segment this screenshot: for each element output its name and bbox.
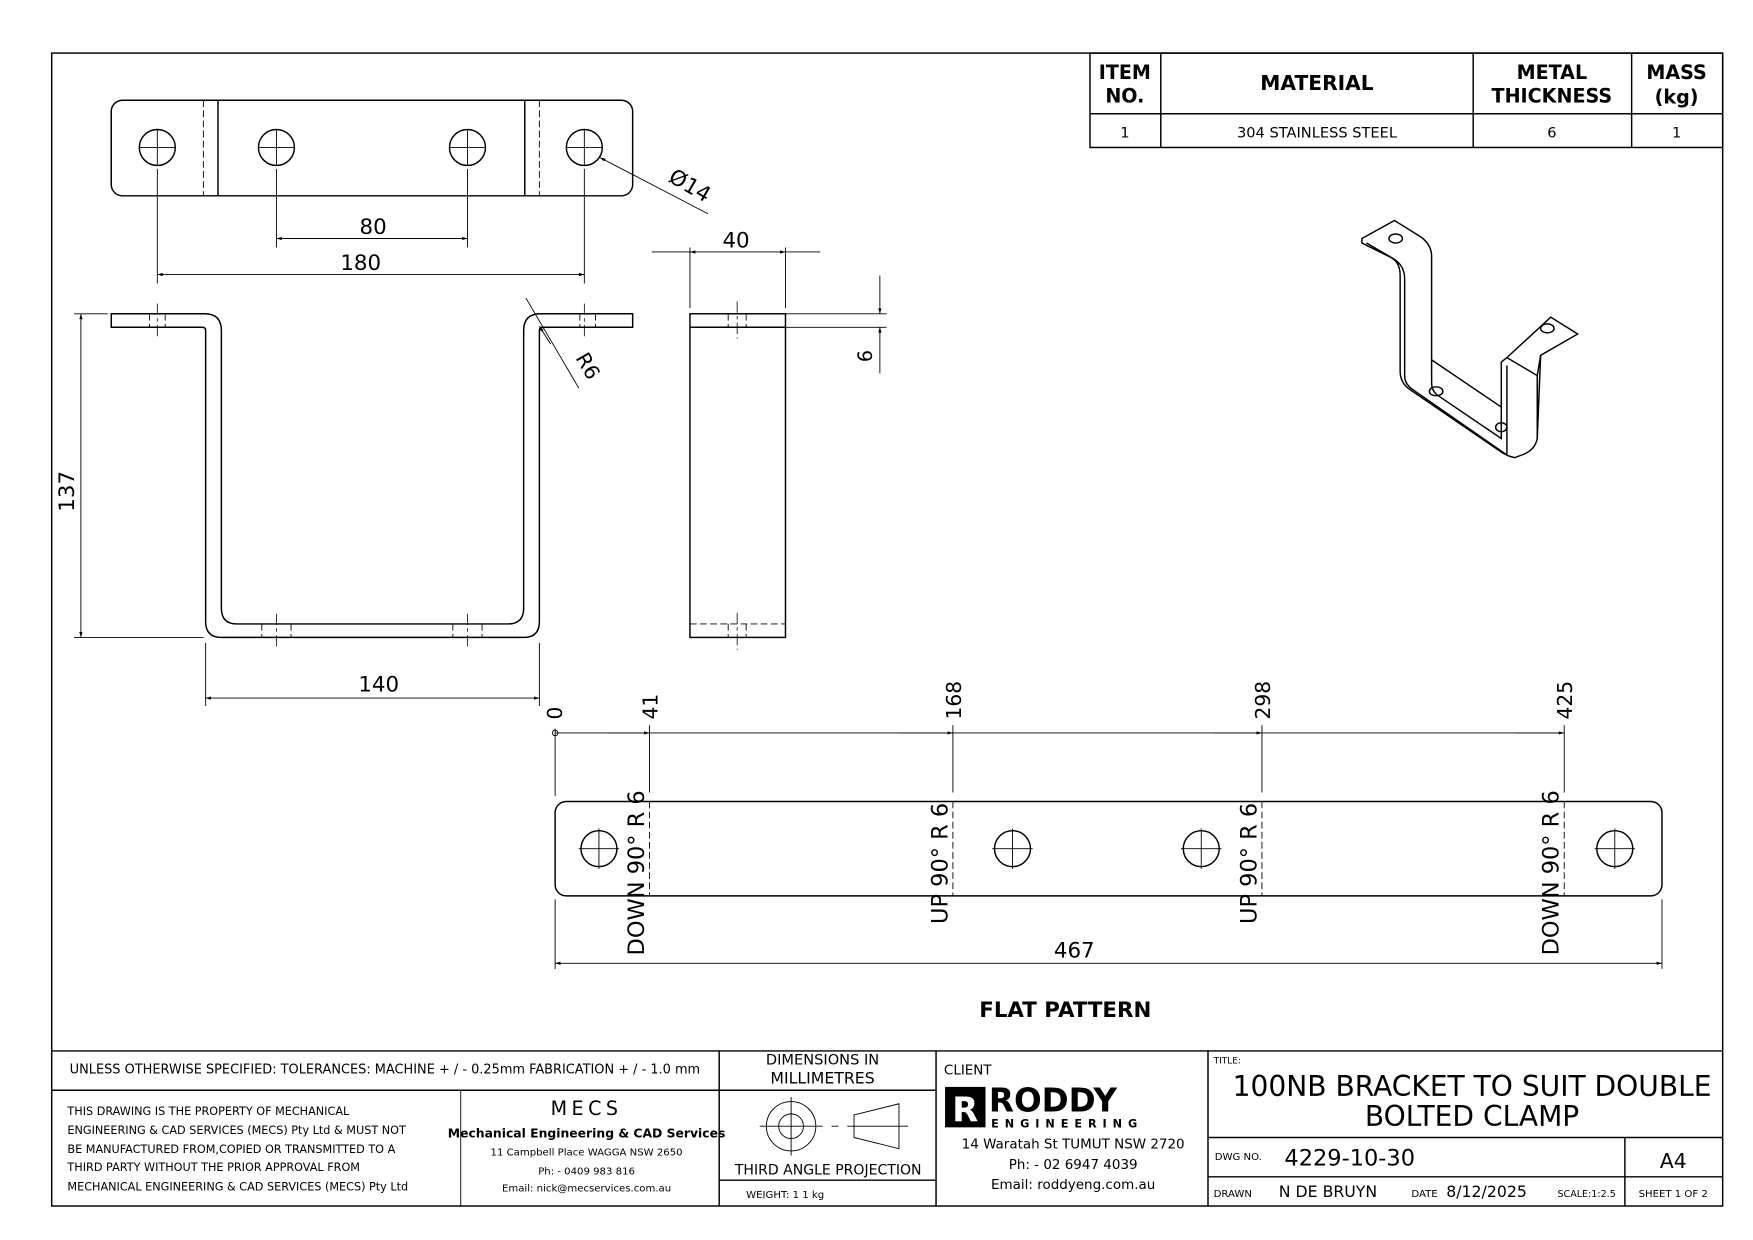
ordinate-label: 0 bbox=[543, 707, 567, 720]
projection-label: THIRD ANGLE PROJECTION bbox=[734, 1163, 922, 1179]
bom-header-thickness: METAL bbox=[1517, 61, 1588, 84]
bom-header-item: NO. bbox=[1105, 85, 1144, 108]
roddy-logo: R RODDY ENGINEERING bbox=[945, 1082, 1143, 1130]
dim-hole-pitch-outer: 180 bbox=[340, 251, 381, 276]
scale-label: SCALE:1:2.5 bbox=[1557, 1189, 1615, 1200]
hole-icon bbox=[138, 128, 604, 167]
bom-header-item: ITEM bbox=[1099, 61, 1151, 84]
bom-cell-thickness: 6 bbox=[1547, 124, 1556, 141]
mecs-name: Mechanical Engineering & CAD Services bbox=[448, 1126, 726, 1140]
ordinate-label: 298 bbox=[1251, 681, 1275, 720]
bom-header-material: MATERIAL bbox=[1260, 71, 1374, 95]
sheet-number: SHEET 1 OF 2 bbox=[1639, 1189, 1708, 1200]
bom-cell-item: 1 bbox=[1120, 124, 1129, 141]
date-label: DATE bbox=[1411, 1189, 1437, 1200]
client-phone: Ph: - 02 6947 4039 bbox=[1009, 1157, 1138, 1173]
bom-cell-mass: 1 bbox=[1672, 124, 1681, 141]
dim-hole-diameter: Ø14 bbox=[664, 164, 715, 208]
sheet-border bbox=[50, 52, 1724, 1207]
dim-bend-radius: R6 bbox=[571, 348, 605, 383]
flat-pattern-view: 0 41 168 298 425 DOWN 90° R 6 UP 90° R 6… bbox=[543, 681, 1663, 1023]
dim-side-width: 40 bbox=[722, 228, 749, 253]
dim-flat-length: 467 bbox=[1054, 939, 1095, 964]
dim-thickness: 6 bbox=[854, 350, 877, 362]
property-note: THIS DRAWING IS THE PROPERTY OF MECHANIC… bbox=[66, 1105, 350, 1118]
weight-label: WEIGHT: 1 1 kg bbox=[746, 1190, 824, 1201]
title-label: TITLE: bbox=[1213, 1056, 1241, 1066]
date-value: 8/12/2025 bbox=[1446, 1182, 1527, 1201]
tolerances-note: UNLESS OTHERWISE SPECIFIED: TOLERANCES: … bbox=[70, 1062, 700, 1077]
mecs-email: Email: nick@mecservices.com.au bbox=[502, 1183, 671, 1194]
drawing-title: BOLTED CLAMP bbox=[1365, 1100, 1579, 1133]
side-view: 40 6 bbox=[651, 228, 887, 650]
property-note: THIRD PARTY WITHOUT THE PRIOR APPROVAL F… bbox=[66, 1161, 360, 1174]
client-address: 14 Waratah St TUMUT NSW 2720 bbox=[962, 1137, 1185, 1153]
mecs-address: 11 Campbell Place WAGGA NSW 2650 bbox=[491, 1147, 683, 1158]
bend-note: UP 90° R 6 bbox=[1236, 803, 1262, 924]
sheet-size: A4 bbox=[1660, 1149, 1687, 1173]
top-view: 80 180 Ø14 bbox=[110, 99, 715, 284]
bend-note: DOWN 90° R 6 bbox=[1539, 790, 1565, 955]
mecs-phone: Ph: - 0409 983 816 bbox=[538, 1167, 635, 1178]
units-note: MILLIMETRES bbox=[770, 1069, 874, 1088]
front-view: 137 140 R6 bbox=[55, 297, 634, 706]
flat-pattern-label: FLAT PATTERN bbox=[979, 998, 1151, 1023]
property-note: BE MANUFACTURED FROM,COPIED OR TRANSMITT… bbox=[67, 1143, 395, 1156]
bend-note: UP 90° R 6 bbox=[927, 803, 953, 924]
dwg-number: 4229-10-30 bbox=[1284, 1146, 1415, 1172]
dwg-no-label: DWG NO. bbox=[1215, 1152, 1262, 1163]
roddy-logo-main: RODDY bbox=[989, 1082, 1117, 1120]
title-block: UNLESS OTHERWISE SPECIFIED: TOLERANCES: … bbox=[51, 1050, 1723, 1207]
ordinate-label: 425 bbox=[1553, 681, 1577, 720]
mecs-logo: MECS bbox=[551, 1097, 623, 1120]
roddy-logo-sub: ENGINEERING bbox=[991, 1117, 1143, 1130]
units-note: DIMENSIONS IN bbox=[766, 1051, 879, 1068]
roddy-logo-r: R bbox=[952, 1091, 978, 1130]
bend-note: DOWN 90° R 6 bbox=[624, 790, 650, 955]
drawing-title: 100NB BRACKET TO SUIT DOUBLE bbox=[1233, 1070, 1712, 1103]
ordinate-label: 41 bbox=[638, 694, 662, 720]
third-angle-projection-icon bbox=[759, 1097, 908, 1156]
bom-header-thickness: THICKNESS bbox=[1492, 85, 1613, 108]
ordinate-label: 168 bbox=[942, 681, 966, 720]
dim-height: 137 bbox=[55, 471, 80, 512]
property-note: ENGINEERING & CAD SERVICES (MECS) Pty Lt… bbox=[67, 1124, 406, 1137]
bom-header-mass: MASS bbox=[1646, 61, 1706, 84]
dim-hole-pitch-inner: 80 bbox=[359, 215, 386, 240]
bom-cell-material: 304 STAINLESS STEEL bbox=[1237, 124, 1398, 141]
dim-inner-width: 140 bbox=[358, 672, 399, 697]
drawn-label: DRAWN bbox=[1214, 1189, 1252, 1200]
client-email: Email: roddyeng.com.au bbox=[991, 1177, 1155, 1193]
bom-header-mass: (kg) bbox=[1655, 86, 1699, 109]
property-note: MECHANICAL ENGINEERING & CAD SERVICES (M… bbox=[67, 1180, 408, 1193]
drawn-by: N DE BRUYN bbox=[1279, 1182, 1377, 1201]
client-label: CLIENT bbox=[944, 1063, 992, 1079]
bill-of-materials: ITEM NO. MATERIAL METAL THICKNESS MASS (… bbox=[1089, 52, 1724, 149]
isometric-view bbox=[1361, 219, 1580, 459]
